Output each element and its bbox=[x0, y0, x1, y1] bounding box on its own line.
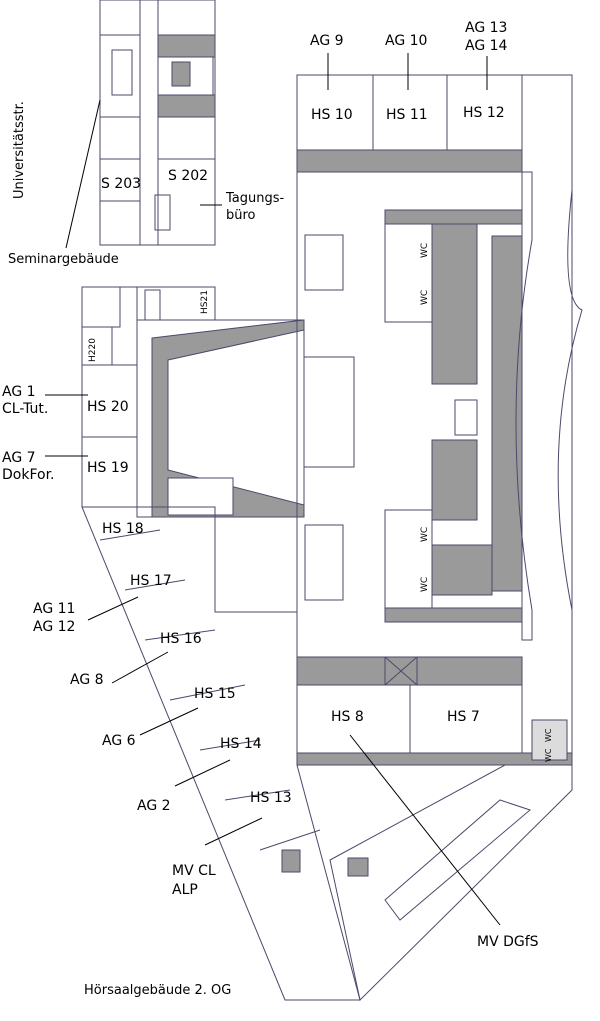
session-ag2: AG 2 bbox=[137, 798, 171, 814]
room-hs19: HS 19 bbox=[87, 460, 129, 476]
tagungsbuero-label-2: büro bbox=[226, 208, 256, 223]
session-ag7-dokfor: DokFor. bbox=[2, 467, 55, 483]
session-ag8: AG 8 bbox=[70, 672, 104, 688]
central-auditorium bbox=[136, 319, 305, 518]
wc-label-3: WC bbox=[420, 526, 430, 542]
wc-label-6: WC bbox=[544, 748, 553, 763]
tagungsbuero-label-1: Tagungs- bbox=[226, 191, 285, 206]
street-label: Universitätsstr. bbox=[12, 101, 27, 199]
room-hs14: HS 14 bbox=[220, 736, 262, 752]
session-mv-cl: MV CL bbox=[172, 863, 216, 879]
session-mv-dgfs: MV DGfS bbox=[477, 934, 539, 950]
room-h220: H220 bbox=[88, 338, 98, 362]
session-ag1: AG 1 bbox=[2, 384, 36, 400]
session-ag12: AG 12 bbox=[33, 619, 76, 635]
room-hs21: HS21 bbox=[200, 290, 210, 314]
room-hs7: HS 7 bbox=[447, 709, 480, 725]
session-ag7: AG 7 bbox=[2, 450, 36, 466]
room-hs20: HS 20 bbox=[87, 399, 129, 415]
wc-label-2: WC bbox=[420, 289, 430, 305]
session-ag1-cl-tut: CL-Tut. bbox=[2, 401, 49, 417]
room-hs17: HS 17 bbox=[130, 573, 172, 589]
wc-label-4: WC bbox=[420, 576, 430, 592]
east-facade bbox=[557, 75, 583, 765]
session-ag6: AG 6 bbox=[102, 733, 136, 749]
south-wing bbox=[81, 506, 361, 1001]
seminar-building bbox=[99, 0, 216, 246]
map-title: Hörsaalgebäude 2. OG bbox=[84, 983, 232, 998]
seminar-building-label: Seminargebäude bbox=[8, 252, 119, 267]
room-hs11: HS 11 bbox=[386, 107, 428, 123]
room-hs18: HS 18 bbox=[102, 521, 144, 537]
room-hs8: HS 8 bbox=[331, 709, 364, 725]
wc-label-1: WC bbox=[420, 242, 430, 258]
session-ag9: AG 9 bbox=[310, 33, 344, 49]
wc-label-5: WC bbox=[544, 728, 553, 743]
session-ag11: AG 11 bbox=[33, 601, 76, 617]
session-ag14: AG 14 bbox=[465, 38, 508, 54]
room-hs15: HS 15 bbox=[194, 686, 236, 702]
session-ag13: AG 13 bbox=[465, 20, 508, 36]
room-hs13: HS 13 bbox=[250, 790, 292, 806]
room-s202: S 202 bbox=[168, 168, 209, 184]
room-hs16: HS 16 bbox=[160, 631, 202, 647]
southeast-wing bbox=[281, 764, 573, 1001]
session-ag10: AG 10 bbox=[385, 33, 428, 49]
leader-lines bbox=[45, 53, 501, 926]
room-hs10: HS 10 bbox=[311, 107, 353, 123]
main-building bbox=[296, 74, 573, 766]
room-hs12: HS 12 bbox=[463, 105, 505, 121]
room-s203: S 203 bbox=[101, 176, 142, 192]
session-mv-cl-alp: ALP bbox=[172, 882, 198, 898]
